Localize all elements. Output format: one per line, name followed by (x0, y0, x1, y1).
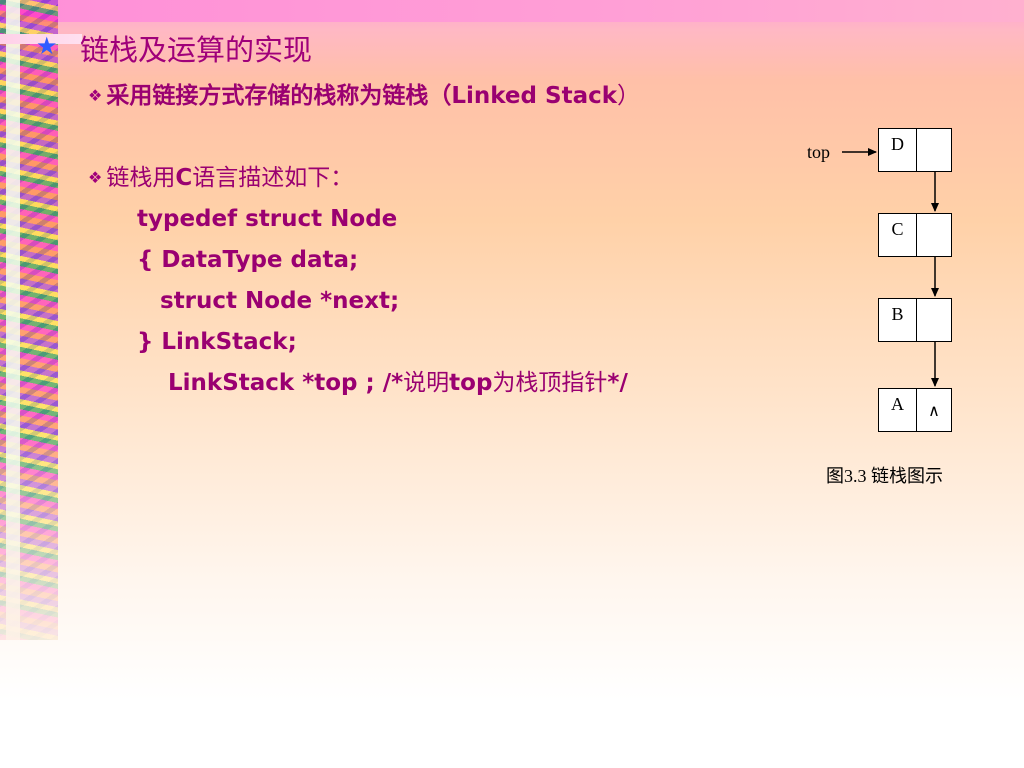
line1-close: ） (617, 83, 641, 109)
link-stack-diagram: top D C B A ∧ 图3.3 链栈图示 (790, 120, 990, 500)
stack-node-a: A ∧ (878, 388, 952, 432)
node-data-cell: B (879, 299, 917, 341)
bullet-line-2: ❖链栈用C语言描述如下： (88, 162, 353, 194)
node-next-cell (916, 299, 952, 341)
code-line-5: LinkStack *top ; /*说明top为栈顶指针*/ (168, 367, 628, 399)
code-line-3: struct Node *next; (160, 288, 400, 314)
node-data-cell: C (879, 214, 917, 256)
stack-node-c: C (878, 213, 952, 257)
slide-title: 链栈及运算的实现 (80, 33, 313, 67)
title-underline (0, 34, 82, 44)
top-pointer-label: top (807, 142, 831, 162)
line1-zh: 采用链接方式存储的栈称为链栈（ (106, 83, 452, 109)
node-next-cell (916, 129, 952, 171)
diamond-bullet-icon: ❖ (88, 168, 103, 187)
decorative-left-strip (0, 0, 58, 640)
stack-node-b: B (878, 298, 952, 342)
bullet-line-1: ❖采用链接方式存储的栈称为链栈（Linked Stack） (88, 80, 640, 112)
code-line-2: { DataType data; (137, 247, 359, 273)
top-band (0, 0, 1024, 22)
code5-zh-b: 为栈顶指针 (492, 370, 608, 396)
figure-caption: 图3.3 链栈图示 (826, 466, 943, 486)
line2-zh-b: 语言描述如下： (192, 165, 354, 191)
node-data-cell: D (879, 129, 917, 171)
line1-en: Linked Stack (451, 83, 618, 109)
code5-b: top (449, 370, 493, 396)
strip-fade (0, 430, 58, 640)
code5-a: LinkStack *top ; /* (168, 370, 404, 396)
code-line-1: typedef struct Node (137, 206, 398, 232)
node-data-cell: A (879, 389, 917, 431)
code5-c: */ (607, 370, 628, 396)
code-line-4: } LinkStack; (137, 329, 297, 355)
stack-node-d: D (878, 128, 952, 172)
star-icon: ★ (36, 32, 58, 60)
code5-zh-a: 说明 (403, 370, 450, 396)
diamond-bullet-icon: ❖ (88, 86, 103, 105)
node-next-cell: ∧ (928, 403, 940, 420)
line2-zh-a: 链栈用 (106, 165, 176, 191)
line2-c: C (175, 165, 193, 191)
node-next-cell (916, 214, 952, 256)
